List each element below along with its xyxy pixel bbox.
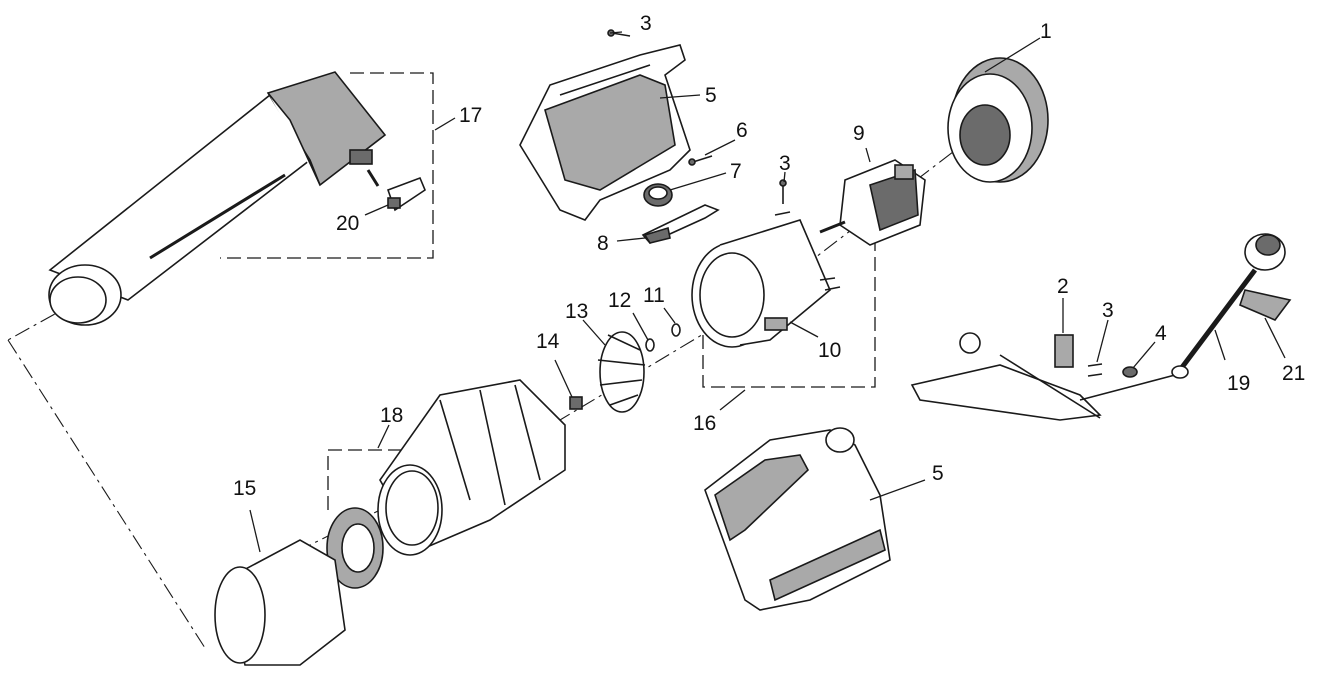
- screw-6-part: [688, 155, 713, 166]
- label-18: 18: [380, 404, 403, 427]
- fan-impeller-part: [597, 331, 646, 413]
- speed-knob-part: [643, 183, 673, 207]
- label-7: 7: [730, 160, 742, 183]
- label-20: 20: [336, 212, 359, 235]
- label-8: 8: [597, 232, 609, 255]
- fan-housing-part: [377, 379, 566, 556]
- nozzle-cap-part: [214, 539, 346, 666]
- screw-3-motor-part: [774, 179, 791, 216]
- label-3-switch: 3: [1102, 299, 1114, 322]
- switch-assembly-part: [910, 332, 1176, 421]
- washer-12-part: [645, 338, 655, 352]
- label-3-top: 3: [640, 12, 652, 35]
- leader-lines: [249, 31, 1286, 553]
- group-17-boundary: [220, 72, 434, 259]
- label-21: 21: [1282, 362, 1305, 385]
- label-16: 16: [693, 412, 716, 435]
- upper-housing-part: [519, 44, 691, 221]
- label-17: 17: [459, 104, 482, 127]
- screw-3-switch-part: [1087, 363, 1103, 377]
- label-12: 12: [608, 289, 631, 312]
- group-18-boundary: [327, 449, 425, 510]
- label-3-motor: 3: [779, 152, 791, 175]
- motor-part: [819, 159, 926, 246]
- label-15: 15: [233, 477, 256, 500]
- label-5-upper: 5: [705, 84, 717, 107]
- clamp-4-part: [1122, 366, 1138, 378]
- label-13: 13: [565, 300, 588, 323]
- plug-part: [1239, 233, 1292, 321]
- blower-tube-part: [48, 71, 387, 326]
- switch-strip-part: [641, 204, 720, 244]
- label-10: 10: [818, 339, 841, 362]
- washer-11-part: [671, 323, 681, 337]
- label-6: 6: [736, 119, 748, 142]
- label-1: 1: [1040, 20, 1052, 43]
- label-11: 11: [643, 284, 665, 307]
- group-16-boundary: [702, 237, 876, 388]
- nut-part: [569, 396, 583, 410]
- end-cap-part: [947, 57, 1049, 183]
- label-2: 2: [1057, 275, 1069, 298]
- label-4: 4: [1155, 322, 1167, 345]
- label-14: 14: [536, 330, 560, 353]
- lower-housing-part: [704, 427, 891, 611]
- label-5-lower: 5: [932, 462, 944, 485]
- power-cord-part: [1171, 268, 1257, 379]
- slider-button-part: [366, 169, 426, 212]
- motor-housing-part: [691, 219, 841, 348]
- flange-part: [326, 507, 384, 589]
- label-19: 19: [1227, 372, 1250, 395]
- label-9: 9: [853, 122, 865, 145]
